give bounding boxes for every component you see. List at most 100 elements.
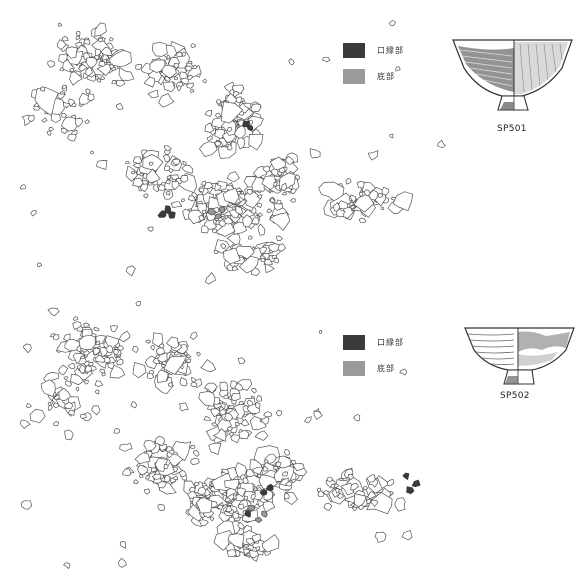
stone-outline	[257, 212, 263, 218]
stone-outline	[114, 342, 120, 348]
stone-outline	[388, 20, 396, 27]
vessel-label-sp501: SP501	[497, 124, 527, 134]
stone-outline	[143, 439, 157, 452]
stone-outline	[284, 481, 293, 487]
stone-outline	[25, 402, 32, 408]
stone-outline	[186, 354, 192, 359]
stone-outline	[250, 493, 256, 501]
stone-outline	[64, 380, 73, 387]
stone-outline	[50, 113, 61, 123]
stone-outline	[139, 183, 148, 193]
stone-outline	[166, 54, 171, 59]
stone-outline	[118, 67, 135, 81]
stone-outline	[367, 491, 377, 500]
stone-outline	[58, 387, 71, 401]
stone-outline	[166, 175, 172, 180]
stone-outline	[345, 177, 352, 185]
stone-outline	[214, 140, 221, 147]
stone-outline	[214, 112, 222, 118]
stone-outline	[40, 86, 46, 92]
stone-outline	[173, 76, 179, 81]
stone-outline	[399, 368, 408, 376]
stone-outline	[215, 99, 222, 106]
vessel-body	[452, 39, 573, 111]
stone-outline	[242, 214, 253, 228]
stone-outline	[190, 381, 198, 388]
legend-label-base: 底部	[377, 363, 395, 373]
stone-outline	[61, 35, 69, 42]
stone-outline	[67, 133, 77, 142]
stone-outline	[250, 217, 260, 225]
stone-outline	[226, 171, 240, 183]
stone-outlines	[19, 20, 446, 285]
stone-outline	[133, 479, 139, 485]
rim-sherd-mark	[402, 472, 410, 481]
stone-outline	[185, 82, 194, 89]
stone-outline	[58, 364, 69, 375]
stone-outline	[261, 534, 280, 553]
stone-outline	[145, 339, 152, 344]
rim-swatch	[343, 334, 365, 350]
stone-outline	[155, 347, 166, 356]
stone-outline	[170, 201, 183, 208]
stone-outline	[251, 533, 261, 543]
stone-outline	[381, 186, 390, 196]
stone-outline	[336, 492, 344, 499]
stone-outline	[284, 492, 290, 500]
stone-outline	[238, 255, 259, 274]
stone-outline	[198, 391, 216, 407]
stone-outline	[264, 263, 275, 273]
stone-outline	[277, 455, 291, 469]
stone-outline	[262, 165, 270, 173]
stone-outline	[166, 445, 174, 452]
stone-outline	[358, 217, 367, 224]
stone-outline	[83, 39, 91, 46]
stone-outline	[177, 85, 182, 92]
stone-outline	[95, 355, 106, 363]
stone-outline	[61, 116, 80, 132]
stone-outline	[256, 394, 263, 402]
stone-outline	[190, 89, 195, 93]
stone-outline	[223, 81, 236, 93]
stone-outline	[85, 65, 93, 76]
stone-outline	[108, 37, 114, 42]
stone-outline	[132, 345, 139, 353]
stone-outline	[72, 321, 82, 330]
rim-sherd-mark	[406, 486, 415, 495]
stone-outline	[179, 402, 189, 412]
stone-outline	[280, 182, 287, 192]
stone-outline	[217, 504, 224, 510]
stone-outline	[219, 381, 229, 391]
stone-outline	[132, 361, 147, 379]
stone-outline	[94, 389, 100, 395]
stone-outline	[238, 429, 250, 440]
stone-outline	[182, 160, 187, 166]
stone-outline	[266, 208, 273, 214]
stone-outline	[288, 184, 293, 191]
rim-sherd-mark	[168, 211, 176, 219]
stone-outline	[208, 442, 222, 455]
stone-outline	[164, 165, 171, 171]
stone-outline	[256, 194, 263, 199]
stone-outline	[202, 78, 207, 84]
stone-outline	[248, 235, 253, 240]
stone-outline	[214, 182, 222, 192]
vessel-body	[464, 327, 575, 385]
stone-outline	[272, 182, 278, 187]
vessel-drawing-sp501	[452, 39, 573, 111]
stone-outline	[157, 183, 166, 191]
stone-outline	[318, 329, 323, 335]
stone-outline	[273, 258, 279, 264]
stone-outline	[237, 521, 245, 530]
stone-outline	[232, 91, 239, 98]
stone-outline	[95, 160, 108, 170]
legend-item-rim: 口縁部	[343, 40, 404, 60]
stone-outline	[57, 92, 65, 100]
stone-outline	[189, 457, 200, 465]
stone-outline	[204, 488, 211, 497]
stone-outline	[246, 189, 253, 196]
stone-outline	[152, 357, 161, 364]
stone-outline	[227, 533, 245, 549]
stone-outline	[225, 505, 233, 513]
stone-outline	[78, 364, 86, 374]
